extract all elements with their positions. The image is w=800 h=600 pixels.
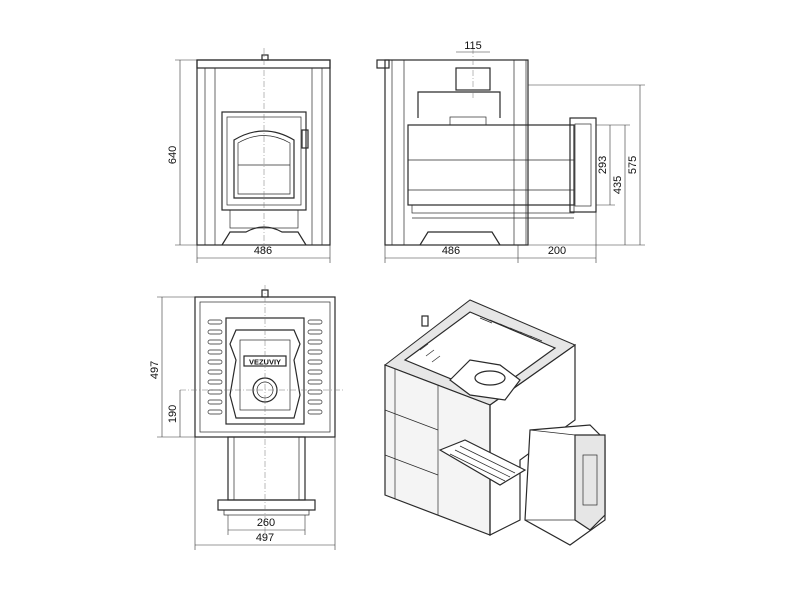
- side-door-height-label: 435: [612, 176, 624, 194]
- top-depth-label: 497: [149, 361, 161, 379]
- side-firebox-height-label: 293: [597, 156, 609, 174]
- top-width-label: 497: [256, 532, 274, 544]
- top-tunnel-width-label: 260: [257, 517, 275, 529]
- isometric-view: [383, 299, 606, 546]
- front-view: 640 486: [167, 48, 331, 263]
- iso-vent-slots: [419, 317, 543, 363]
- vent-slots: [207, 319, 323, 415]
- side-view: 115 486 200 293 435 575: [376, 40, 645, 263]
- firebox: [407, 124, 575, 206]
- front-height-label: 640: [167, 146, 179, 164]
- fire-tunnel-door: [569, 117, 597, 213]
- side-total-height-label: 575: [627, 156, 639, 174]
- side-chimney-label: 115: [464, 40, 482, 52]
- door-handle: [301, 129, 309, 149]
- door-glass: [233, 130, 295, 199]
- front-width-label: 486: [254, 245, 272, 257]
- fire-tunnel: [227, 436, 306, 501]
- top-offset-label: 190: [167, 405, 179, 423]
- side-width-label: 486: [442, 245, 460, 257]
- top-view: VEZUVIY 497 190 260 497: [149, 285, 345, 550]
- side-extension-label: 200: [548, 245, 566, 257]
